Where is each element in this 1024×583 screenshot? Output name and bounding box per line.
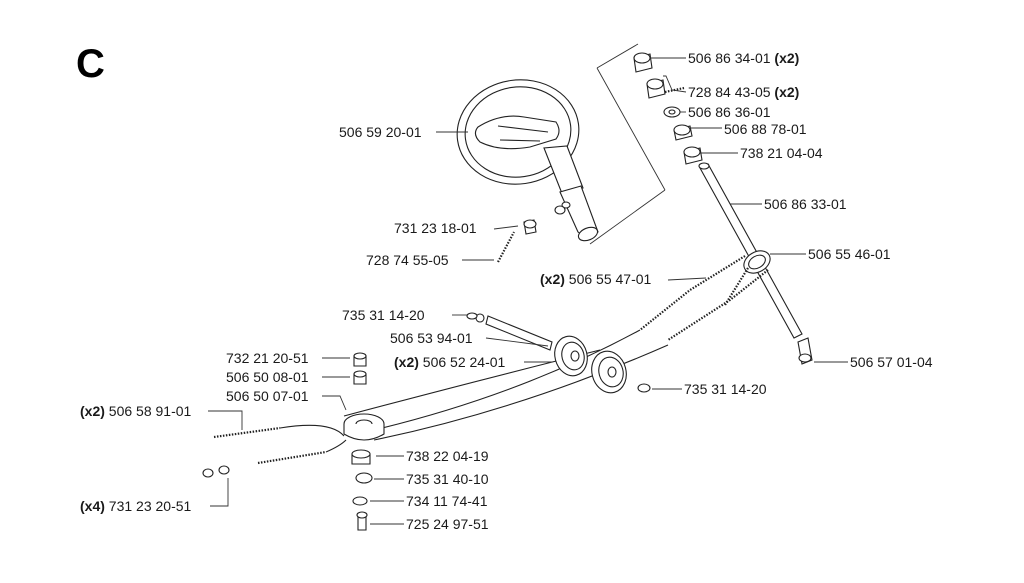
label-506-57-01-04: 506 57 01-04 [850, 354, 933, 370]
pulley-assembly [466, 312, 651, 394]
label-506-50-07-01: 506 50 07-01 [226, 388, 309, 404]
label-735-31-14-20-upper: 735 31 14-20 [342, 307, 425, 323]
label-731-23-20-51: (x4) 731 23 20-51 [80, 498, 192, 514]
leader-lines [208, 57, 848, 525]
steering-chain [639, 255, 769, 341]
pivot-stack [343, 352, 385, 531]
label-506-86-33-01: 506 86 33-01 [764, 196, 847, 212]
label-506-86-36-01: 506 86 36-01 [688, 104, 771, 120]
label-728-84-43-05: 728 84 43-05 (x2) [688, 84, 799, 100]
column-hardware [633, 52, 703, 165]
label-506-59-20-01: 506 59 20-01 [339, 124, 422, 140]
label-738-22-04-19: 738 22 04-19 [406, 448, 489, 464]
label-506-88-78-01: 506 88 78-01 [724, 121, 807, 137]
steering-column [698, 162, 813, 365]
label-734-11-74-41: 734 11 74-41 [406, 493, 488, 509]
label-506-58-91-01: (x2) 506 58 91-01 [80, 403, 192, 419]
steering-wheel [456, 79, 599, 242]
assembly-bracket [589, 43, 666, 245]
section-letter: C [76, 42, 105, 86]
label-506-52-24-01: (x2) 506 52 24-01 [394, 354, 506, 370]
label-506-50-08-01: 506 50 08-01 [226, 369, 309, 385]
label-725-24-97-51: 725 24 97-51 [406, 516, 489, 532]
tie-rod-ends [202, 424, 347, 478]
label-731-23-18-01: 731 23 18-01 [394, 220, 477, 236]
label-735-31-40-10: 735 31 40-10 [406, 471, 489, 487]
column-sprocket [743, 250, 771, 274]
label-732-21-20-51: 732 21 20-51 [226, 350, 309, 366]
part-labels: 506 86 34-01 (x2) 728 84 43-05 (x2) 506 … [80, 50, 933, 532]
hub-hardware [497, 205, 566, 263]
label-738-21-04-04: 738 21 04-04 [740, 145, 823, 161]
label-506-55-46-01: 506 55 46-01 [808, 246, 891, 262]
label-735-31-14-20-lower: 735 31 14-20 [684, 381, 767, 397]
label-728-74-55-05: 728 74 55-05 [366, 252, 449, 268]
label-506-53-94-01: 506 53 94-01 [390, 330, 473, 346]
label-506-55-47-01: (x2) 506 55 47-01 [540, 271, 652, 287]
label-506-86-34-01: 506 86 34-01 (x2) [688, 50, 799, 66]
